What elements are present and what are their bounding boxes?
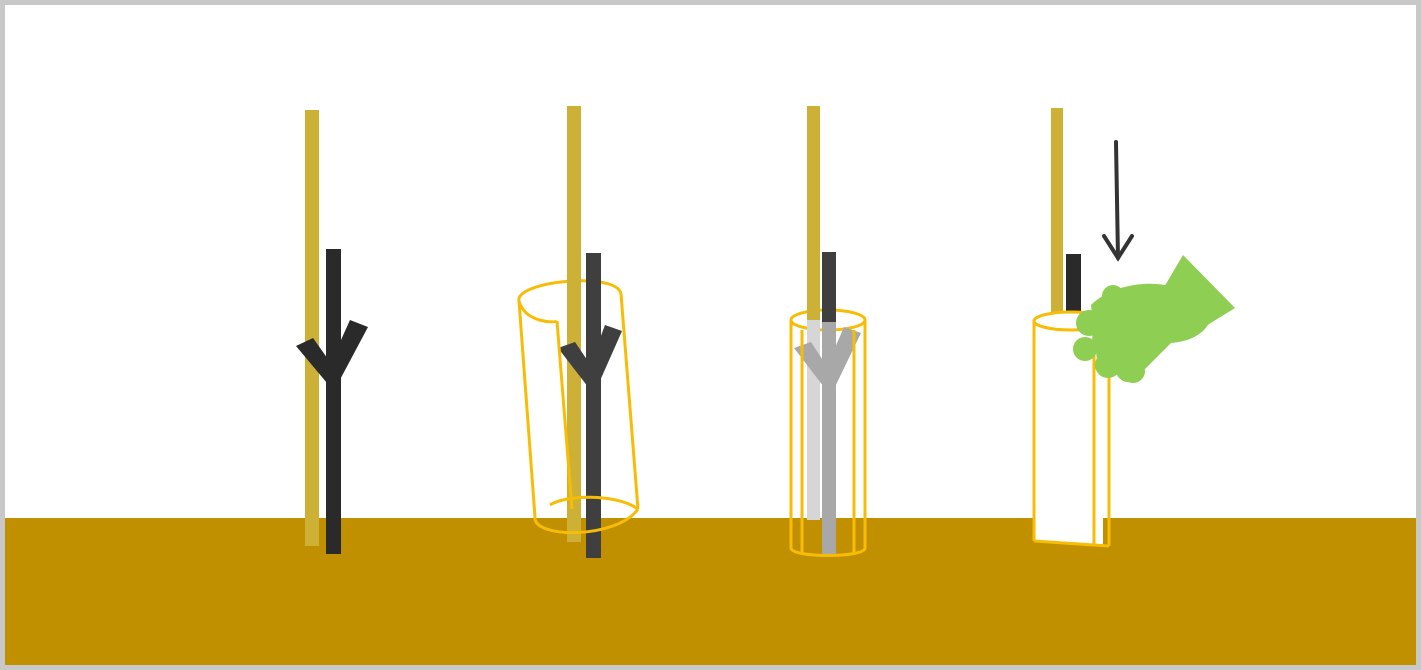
tree-guard-sheet	[517, 293, 640, 534]
down-arrow-icon	[1102, 140, 1134, 262]
step-4-push-guard	[1032, 108, 1235, 548]
sapling-icon	[296, 249, 368, 554]
step-3-guard-fitted	[789, 106, 867, 557]
sapling-inside-guard	[794, 320, 861, 554]
tree-planting-diagram	[5, 106, 1416, 665]
bamboo-cane	[1051, 108, 1063, 328]
tree-guard-tube	[789, 320, 867, 557]
step-2-wrapping-guard	[517, 106, 640, 558]
step-1-cane-and-sapling	[296, 110, 368, 554]
tree-guard-tube	[1032, 310, 1111, 548]
bamboo-cane	[305, 110, 319, 546]
bamboo-cane	[567, 106, 581, 542]
glove-icon	[1073, 255, 1235, 383]
soil-ground	[5, 518, 1416, 665]
sapling-icon	[558, 253, 622, 558]
